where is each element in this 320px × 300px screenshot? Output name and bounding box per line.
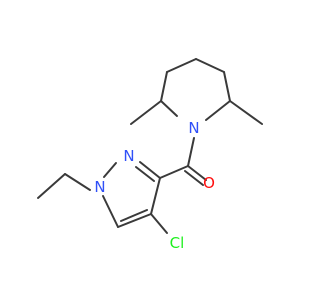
bonds <box>37 58 263 234</box>
bond-n2-n1 <box>103 162 117 178</box>
bond-c3-c4 <box>166 58 197 73</box>
bond-c3-n2-1 <box>139 161 161 179</box>
bond-c3-n2-2 <box>135 166 155 182</box>
atom-cl: Cl <box>170 234 185 252</box>
bond-c5-c6 <box>223 71 231 102</box>
bond-c2-c3 <box>160 71 168 102</box>
atom-o-carbonyl: O <box>203 174 215 192</box>
atom-n1-pyrazole: N <box>94 178 105 196</box>
bond-c6-n <box>205 100 231 121</box>
atom-labels: N O N N Cl <box>94 119 215 252</box>
atom-n-piperidine: N <box>188 119 199 137</box>
bond-n1-ch2 <box>64 173 91 191</box>
bond-c4-c5 <box>195 58 225 73</box>
bond-c6-methyl <box>229 100 263 125</box>
bond-c4-c3 <box>150 177 161 215</box>
atom-n2-pyrazole: N <box>123 147 134 165</box>
bond-n-c2 <box>160 100 178 117</box>
bond-n1-c5 <box>102 195 119 228</box>
bond-n-carbonyl <box>187 137 195 167</box>
bond-c5-c4-2 <box>120 209 148 222</box>
bond-ch2-ch3 <box>37 173 66 199</box>
bond-carbonyl-c3 <box>159 165 189 179</box>
bond-c2-methyl <box>130 100 162 125</box>
bond-carbonyl-o-2 <box>184 170 204 186</box>
bond-carbonyl-o-1 <box>187 165 207 181</box>
bond-c5-c4-1 <box>117 213 152 228</box>
structure-diagram: N O N N Cl <box>37 58 263 252</box>
bond-c4-cl <box>150 213 168 234</box>
